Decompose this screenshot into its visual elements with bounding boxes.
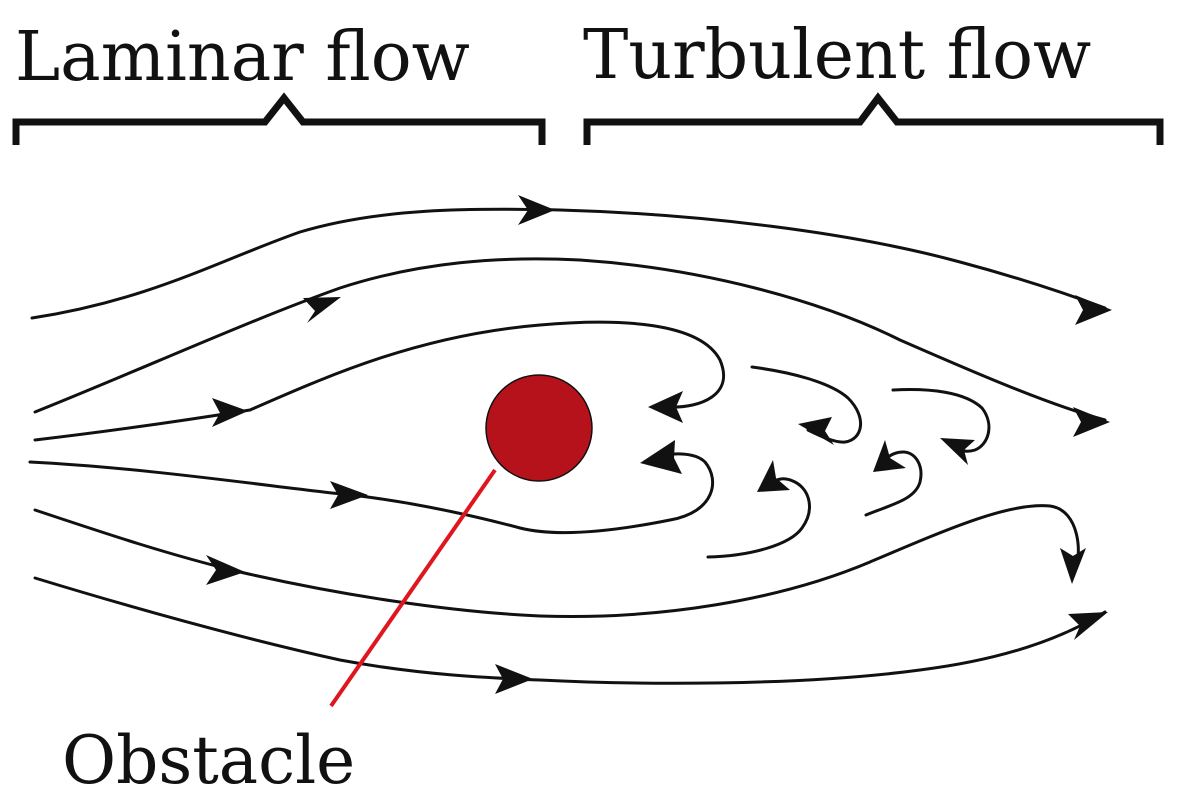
arrowhead <box>495 664 533 694</box>
turbulent-brace <box>583 92 1164 145</box>
arrowhead <box>640 440 682 474</box>
arrowhead <box>206 555 245 585</box>
eddy <box>750 365 863 444</box>
arrowhead <box>212 398 248 427</box>
obstacle-pointer-line <box>329 468 497 708</box>
obstacle-circle <box>485 374 593 482</box>
arrowhead <box>798 417 834 445</box>
streamline <box>33 320 726 442</box>
arrowhead <box>757 460 790 492</box>
arrowhead <box>330 481 368 509</box>
arrowhead <box>1073 407 1110 437</box>
streamline <box>33 257 1107 422</box>
laminar-brace <box>12 92 546 145</box>
arrowhead <box>648 391 683 423</box>
eddy <box>891 388 991 453</box>
turbulent-flow-label: Turbulent flow <box>583 16 1091 95</box>
arrowhead <box>518 195 555 225</box>
streamline <box>28 452 714 535</box>
obstacle-label: Obstacle <box>62 722 355 799</box>
arrowhead <box>940 438 975 465</box>
arrowhead <box>873 440 906 472</box>
streamline <box>33 576 1107 685</box>
arrowhead <box>1068 612 1108 640</box>
arrowhead <box>1075 295 1112 325</box>
laminar-flow-label: Laminar flow <box>15 18 470 97</box>
arrowhead <box>303 297 341 323</box>
streamline <box>30 207 1107 320</box>
eddy <box>864 450 923 517</box>
arrowhead <box>1060 548 1086 584</box>
streamline <box>33 504 1080 618</box>
eddy <box>706 477 811 559</box>
